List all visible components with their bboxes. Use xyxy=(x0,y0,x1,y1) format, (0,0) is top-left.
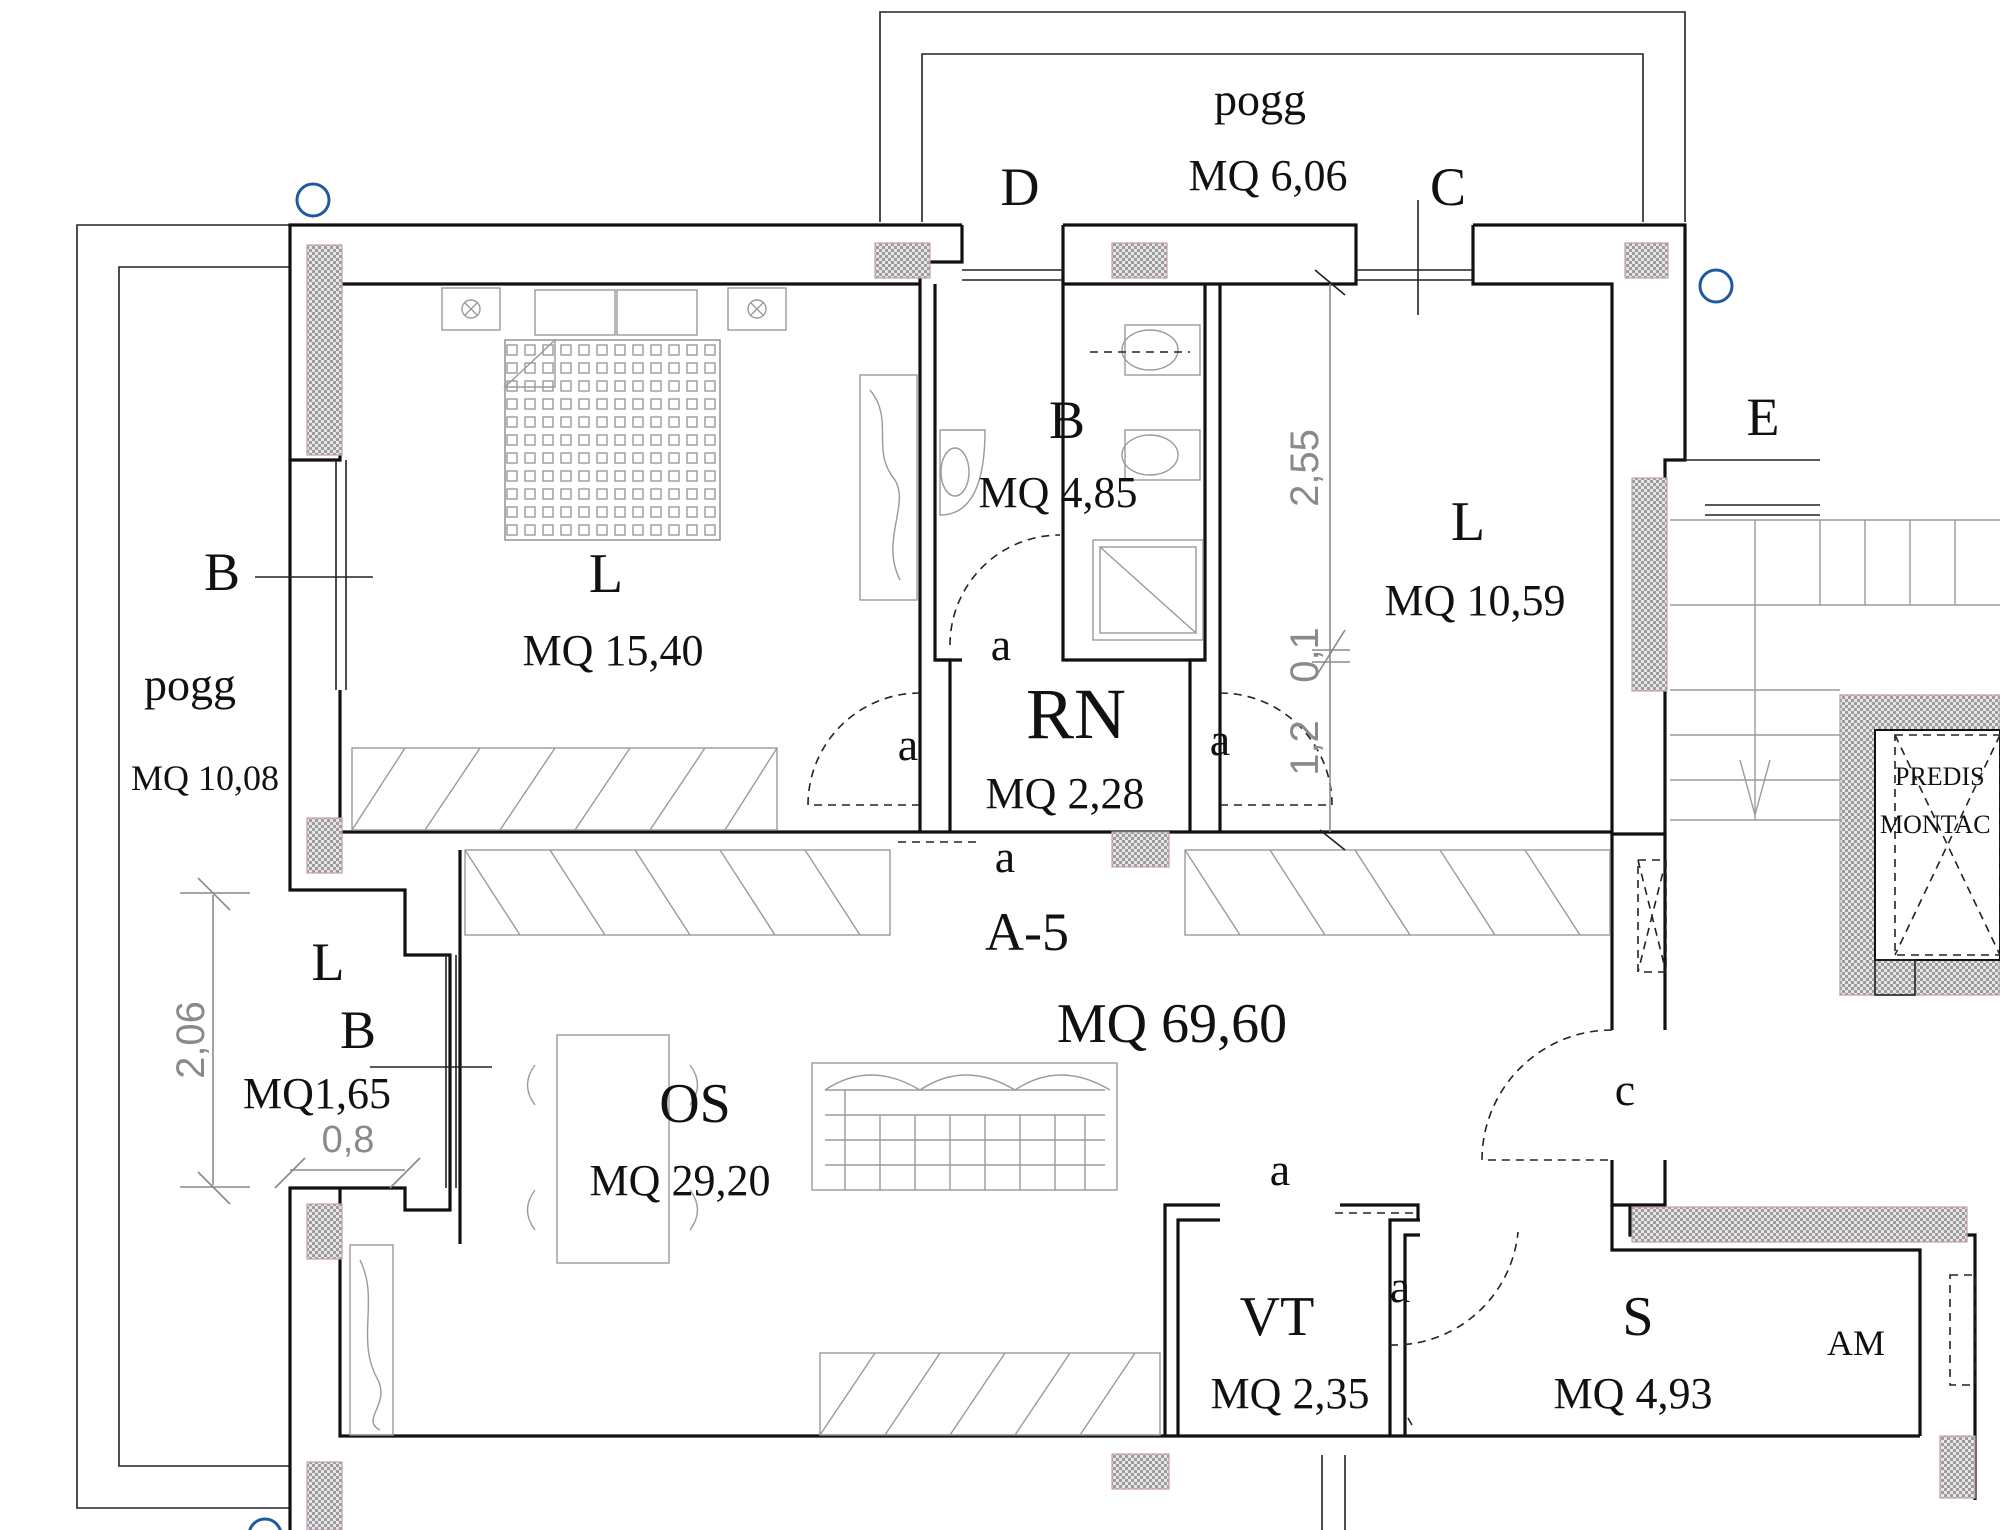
desk-bedroom xyxy=(859,374,918,601)
sofa xyxy=(811,1062,1118,1191)
label-B-bath-area: MQ 4,85 xyxy=(979,468,1138,517)
label-c: c xyxy=(1615,1064,1635,1115)
label-montac: MONTAC xyxy=(1880,810,1991,839)
room-labels: pogg MQ 6,06 D C E B pogg MQ 10,08 L MQ … xyxy=(131,74,1991,1418)
washbasin xyxy=(939,429,986,516)
dining-table xyxy=(526,1034,699,1264)
label-pogg-left: pogg xyxy=(144,659,236,710)
shower xyxy=(1092,539,1204,641)
nightstand-left xyxy=(441,287,501,331)
label-RN-area: MQ 2,28 xyxy=(986,769,1145,818)
label-L-small: L xyxy=(312,932,345,992)
survey-markers xyxy=(248,182,1734,1530)
label-L-bedroom: L xyxy=(589,543,623,605)
label-a-left: a xyxy=(898,719,918,770)
label-OS-area: MQ 29,20 xyxy=(590,1156,771,1205)
stairs xyxy=(1670,519,2000,821)
section-lines xyxy=(255,200,1419,1068)
wardrobe-living-right xyxy=(1184,849,1611,936)
label-B-small-area: MQ1,65 xyxy=(243,1069,391,1118)
label-a-os: a xyxy=(1270,1144,1290,1195)
dim-0-8: 0,8 xyxy=(322,1119,375,1161)
wardrobe-bedroom xyxy=(351,747,778,831)
label-a-vt: a xyxy=(1390,1261,1410,1312)
balcony-top-outline xyxy=(879,11,1686,222)
label-S-area: MQ 4,93 xyxy=(1554,1369,1713,1418)
bed xyxy=(503,289,721,541)
label-L-room2-area: MQ 10,59 xyxy=(1385,576,1566,625)
marker-circle-top-right xyxy=(1698,268,1734,304)
label-a-right: a xyxy=(1210,714,1230,765)
label-OS: OS xyxy=(659,1073,731,1135)
label-E: E xyxy=(1747,387,1780,447)
dim-1-2: 1,2 xyxy=(1283,720,1327,776)
label-a-bottom: a xyxy=(995,831,1015,882)
label-pogg-top-area: MQ 6,06 xyxy=(1189,151,1348,200)
dimension-labels: 2,55 0,1 1,2 2,06 0,8 xyxy=(169,429,1327,1161)
label-pogg-left-area: MQ 10,08 xyxy=(131,758,279,798)
wardrobe-corridor xyxy=(1637,859,1667,973)
label-a-top: a xyxy=(991,619,1011,670)
label-B-bath: B xyxy=(1049,390,1085,450)
label-L-room2: L xyxy=(1451,491,1485,553)
kitchen-counter xyxy=(819,1352,1161,1436)
label-predis: PREDIS xyxy=(1895,762,1985,791)
interior-walls xyxy=(918,284,1977,1500)
dimension-lines xyxy=(180,284,1350,1205)
label-C: C xyxy=(1430,157,1466,217)
label-D: D xyxy=(1001,157,1040,217)
label-L-bedroom-area: MQ 15,40 xyxy=(523,626,704,675)
label-B-left: B xyxy=(204,542,240,602)
wardrobe-right xyxy=(1949,1274,1976,1386)
label-VT: VT xyxy=(1240,1286,1315,1348)
windows xyxy=(335,269,1820,1188)
nightstand-right xyxy=(727,287,787,331)
dim-2-55: 2,55 xyxy=(1283,429,1327,507)
bidet xyxy=(1121,429,1201,481)
label-AM: AM xyxy=(1827,1323,1885,1363)
cabinet-living xyxy=(349,1244,394,1436)
dim-0-1: 0,1 xyxy=(1283,627,1327,683)
marker-circle-bottom-left xyxy=(248,1517,282,1530)
label-B-small: B xyxy=(340,1000,376,1060)
dim-2-06: 2,06 xyxy=(169,1001,213,1079)
toilet xyxy=(1090,324,1201,376)
balcony-left-outline xyxy=(76,224,290,1509)
label-VT-area: MQ 2,35 xyxy=(1211,1369,1370,1418)
wardrobe-living-left xyxy=(464,849,891,936)
label-S: S xyxy=(1622,1286,1653,1348)
marker-circle-top-left xyxy=(295,182,331,218)
label-pogg-top: pogg xyxy=(1214,74,1306,125)
label-A5-area: MQ 69,60 xyxy=(1057,993,1287,1055)
lift-shaft xyxy=(1839,694,2000,996)
label-A5: A-5 xyxy=(985,902,1069,962)
label-RN: RN xyxy=(1026,674,1126,754)
